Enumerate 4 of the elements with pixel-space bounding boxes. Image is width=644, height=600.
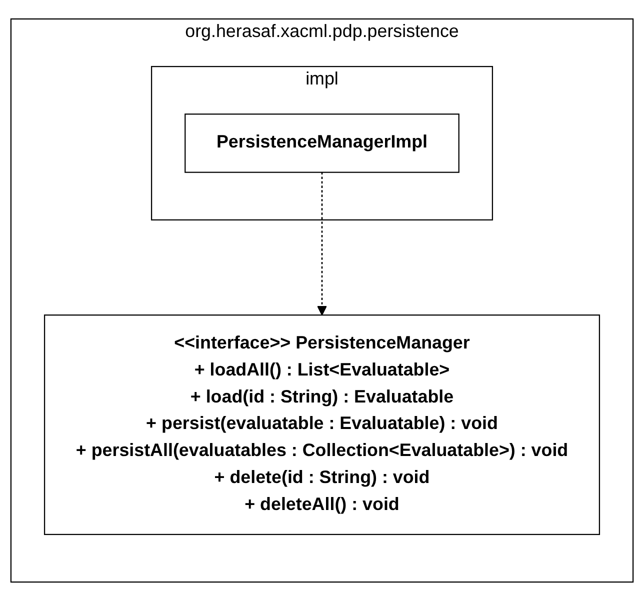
node-box [184,113,460,172]
node-box [44,314,600,535]
arrow [317,172,327,315]
cluster [150,65,494,220]
